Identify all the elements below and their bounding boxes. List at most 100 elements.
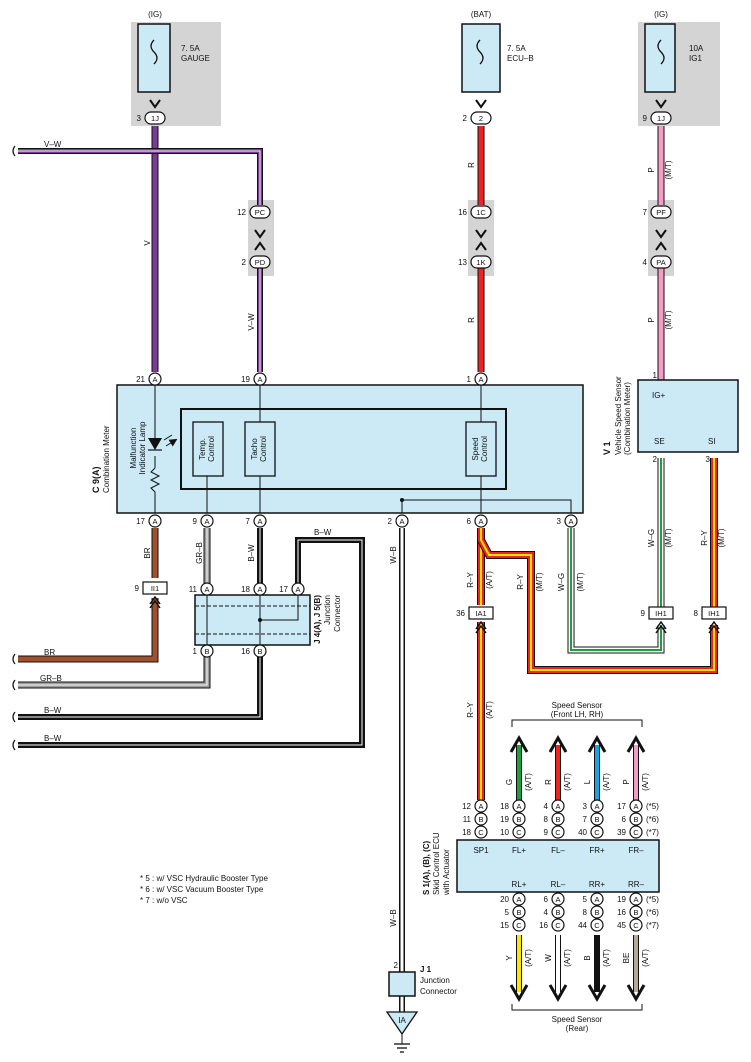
ecu-top-1-2-number: 10 (500, 828, 509, 837)
conn-pd-label: PD (255, 258, 266, 267)
fuse-ig1-pin-arrow (655, 99, 667, 109)
label-at-p: (A/T) (641, 773, 650, 791)
ecu-bottom-3-0-marker (629, 892, 643, 906)
vss-pin-se: 2 (653, 455, 658, 464)
conn-1c-number: 16 (458, 208, 467, 217)
ecu-top-3-0-marker (590, 799, 604, 813)
conn-ih1-a-label: IH1 (655, 609, 667, 618)
fuse-gauge-pin-label: 1J (151, 114, 159, 123)
meter-bottom-pin-5-marker (564, 514, 578, 528)
vss-se-label: SE (654, 437, 665, 446)
combination-meter: Malfunction Indicator Lamp Temp. Control… (91, 384, 584, 514)
ecu-label-fl-minus: FL– (551, 846, 565, 855)
label-r-2: R (467, 317, 476, 323)
ecu-bottom-3-2-number: 45 (617, 921, 626, 930)
speed-label-2: Control (480, 436, 489, 462)
junction-connector: J 4(A), J 5(B) Junction Connector (194, 594, 342, 646)
ecu-label-fl-plus: FL+ (512, 846, 526, 855)
fuse-ecub: (BAT) 7. 5A ECU–B (461, 10, 534, 93)
vss-si-label: SI (708, 437, 716, 446)
ecu-top-4-1-letter: B (633, 815, 638, 824)
conn-1c-marker (470, 205, 492, 219)
label-p-2: P (647, 317, 656, 322)
ecu-top-3-1-marker (590, 812, 604, 826)
fuse-gauge-pin-marker (144, 111, 166, 125)
conn-1k-marker (470, 255, 492, 269)
junction-name-1: Junction (323, 595, 332, 625)
junction-top-pin-1-marker (253, 582, 267, 596)
fuse-ecub-pin-marker (470, 111, 492, 125)
meter-bottom-pin-2-letter: A (257, 517, 262, 526)
ecu-top-0-2-marker (474, 825, 488, 839)
label-w: W (544, 954, 553, 962)
ecu-note-bottom-2: (*7) (646, 921, 659, 930)
ecu-bottom-0-2-marker (512, 918, 526, 932)
ecu-top-3-2-marker (590, 825, 604, 839)
meter-top-pin-0-marker (148, 372, 162, 386)
junction-top-pin-0-letter: A (204, 585, 209, 594)
meter-bottom-pin-5-number: 3 (557, 517, 562, 526)
conn-ii1-label: II1 (151, 584, 159, 593)
meter-bottom-pin-3-letter: A (399, 517, 404, 526)
fuse-ig1: (IG) 10A IG1 (638, 10, 720, 126)
ecu-top-0-0-letter: A (478, 802, 483, 811)
label-br: BR (143, 547, 152, 558)
temp-label-1: Temp. (198, 438, 207, 460)
ecu-top-4-2-number: 39 (617, 828, 626, 837)
meter-bottom-pin-2-number: 7 (246, 517, 251, 526)
conn-pf-number: 7 (643, 208, 648, 217)
ecu-bottom-2-2-marker (590, 918, 604, 932)
ecu-bottom-0-0-letter: A (516, 895, 521, 904)
tacho-label-1: Tacho (250, 438, 259, 460)
conn-pa-marker (650, 255, 672, 269)
label-ry-1: R–Y (466, 572, 475, 588)
ground-pin: 2 (394, 961, 399, 970)
meter-top-pin-0-letter: A (152, 375, 157, 384)
meter-top-pin-2-marker (474, 372, 488, 386)
conn-1c-label: 1C (476, 208, 486, 217)
ecu-top-1-2-letter: C (516, 828, 522, 837)
meter-top-pin-2-letter: A (478, 375, 483, 384)
ecu-bottom-0-0-number: 20 (500, 895, 509, 904)
meter-bottom-pin-1-marker (200, 514, 214, 528)
skid-control-ecu: SP1 FL+ FL– FR+ FR– RL+ RL– RR+ RR– S 1(… (422, 832, 660, 896)
ecu-top-2-1-letter: B (555, 815, 560, 824)
ground-id: J 1 (420, 965, 432, 974)
ecu-top-3-0-number: 3 (583, 802, 588, 811)
front-sensor-sub: (Front LH, RH) (551, 710, 604, 719)
ecu-bottom-1-1-letter: B (555, 908, 560, 917)
junction-bottom-pin-1-marker (253, 644, 267, 658)
fuse-ig1-source: (IG) (654, 10, 668, 19)
ecu-top-2-0-marker (551, 799, 565, 813)
ground-name-1: Junction (420, 976, 450, 985)
ecu-bottom-3-1-number: 16 (617, 908, 626, 917)
ecu-label-rl-plus: RL+ (512, 880, 527, 889)
ground-junction: IA 2 J 1 Junction Connector (385, 961, 457, 1053)
fuse-ecub-rating: 7. 5A (507, 44, 526, 53)
conn-ih1-a-number: 9 (641, 609, 646, 618)
ecu-top-2-2-marker (551, 825, 565, 839)
junction-top-pin-2-letter: A (295, 585, 300, 594)
fuse-ecub-source: (BAT) (471, 10, 492, 19)
ecu-top-1-0-letter: A (516, 802, 521, 811)
label-v: V (143, 240, 152, 246)
label-mt-3: (M/T) (535, 572, 544, 591)
ecu-note-top-0: (*5) (646, 802, 659, 811)
arrow-pf-pa (655, 229, 667, 251)
conn-pf-label: PF (656, 208, 666, 217)
label-vw-top: V–W (44, 140, 62, 149)
conn-pd-marker (249, 255, 271, 269)
label-at-w: (A/T) (563, 949, 572, 967)
fuse-ecub-pin-number: 2 (463, 114, 468, 123)
label-ry-4: R–Y (700, 530, 709, 546)
ecu-bottom-0-0-marker (512, 892, 526, 906)
ecu-bottom-3-2-letter: C (633, 921, 639, 930)
label-vw: V–W (247, 313, 256, 331)
ecu-top-2-1-marker (551, 812, 565, 826)
conn-ih1-a-marker (648, 606, 674, 620)
meter-bottom-pin-4-number: 6 (467, 517, 472, 526)
ecu-top-4-2-letter: C (633, 828, 639, 837)
arrow-pc-pd (254, 229, 266, 251)
ecu-top-1-2-marker (512, 825, 526, 839)
ecu-bottom-1-0-number: 6 (544, 895, 549, 904)
